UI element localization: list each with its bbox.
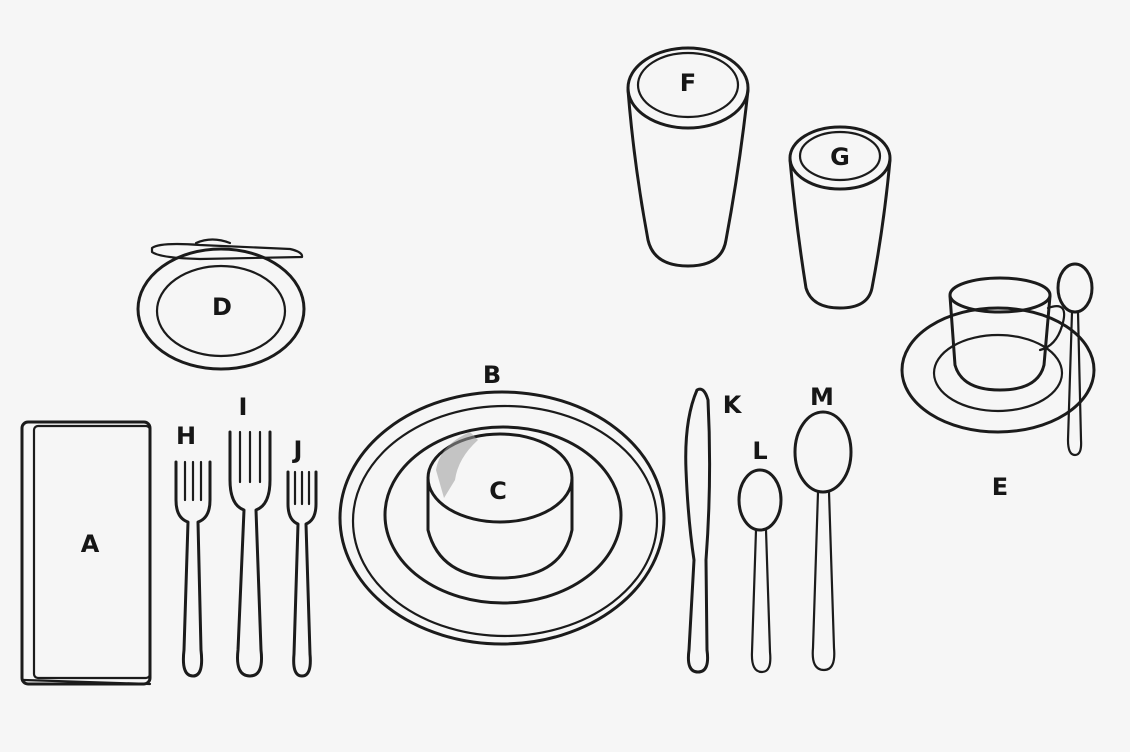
bowl [426,432,574,580]
label-f: F [680,69,696,97]
butter-knife [150,238,304,261]
label-g: G [830,143,850,171]
dinner-fork [228,430,272,678]
label-j: J [292,436,303,464]
dessert-fork [286,470,318,678]
saucer [900,306,1096,434]
teaspoon [737,468,783,674]
napkin [20,420,152,686]
label-i: I [239,393,248,421]
label-b: B [483,361,501,389]
bread-plate [136,247,306,371]
label-m: M [810,383,834,411]
label-l: L [752,437,767,465]
label-c: C [489,477,507,505]
label-d: D [212,293,232,321]
dinner-knife [684,387,712,674]
juice-glass [788,125,892,310]
coffee-cup [948,276,1066,392]
label-a: A [81,530,100,558]
label-e: E [992,473,1008,501]
label-h: H [176,422,196,450]
water-glass [626,46,750,268]
soup-spoon [793,410,853,672]
salad-fork [174,460,212,678]
label-k: K [723,391,743,419]
teaspoon-on-saucer [1056,262,1094,457]
dinner-plate [338,390,666,646]
